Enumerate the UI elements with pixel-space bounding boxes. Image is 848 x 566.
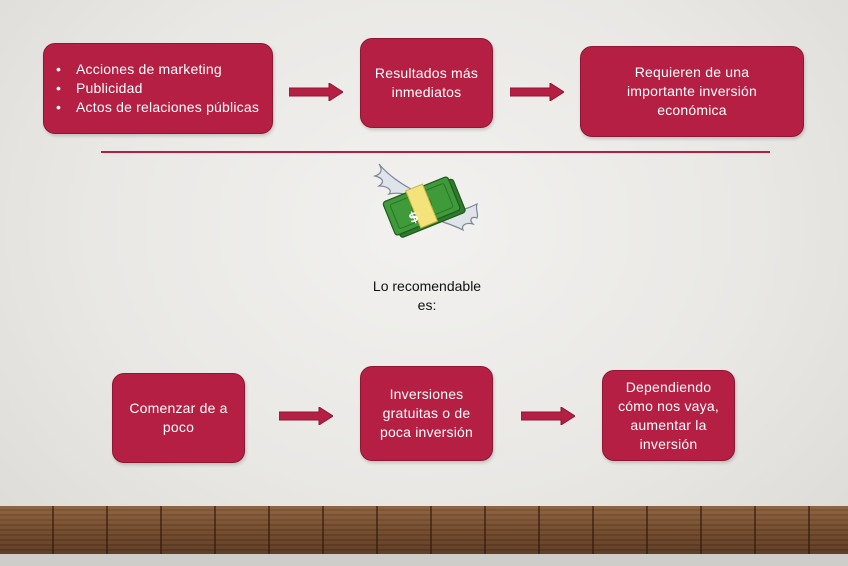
box-line: importante inversión <box>626 83 758 99</box>
list-item: Acciones de marketing <box>56 60 259 79</box>
right-arrow-icon <box>289 83 343 101</box>
marketing-actions-box: Acciones de marketing Publicidad Actos d… <box>43 43 273 134</box>
box-line: inmediatos <box>391 84 462 100</box>
box-line: cómo nos vaya, <box>618 397 719 414</box>
immediate-results-box: Resultados más inmediatos <box>360 38 493 128</box>
right-arrow-icon <box>521 407 575 425</box>
box-line: poca inversión <box>379 424 474 440</box>
box-line: inversión <box>639 435 698 452</box>
increase-investment-box: Dependiendo cómo nos vaya, aumentar la i… <box>602 370 735 461</box>
box-line: gratuitas o de <box>382 405 471 421</box>
right-arrow-icon <box>279 407 333 425</box>
right-arrow-icon <box>510 83 564 101</box>
box-line: económica <box>657 102 727 118</box>
list-item: Publicidad <box>56 79 259 98</box>
box-line: Inversiones <box>389 386 464 402</box>
recommendation-text: Lo recomendable es: <box>352 277 502 315</box>
economic-investment-box: Requieren de una importante inversión ec… <box>580 46 804 137</box>
recommendation-line: es: <box>417 297 437 313</box>
divider-line <box>101 151 770 153</box>
box-line: Dependiendo <box>625 378 712 395</box>
start-small-box: Comenzar de a poco <box>112 373 245 463</box>
recommendation-line: Lo recomendable <box>372 278 482 294</box>
free-investments-box: Inversiones gratuitas o de poca inversió… <box>360 366 493 461</box>
floor-edge <box>0 554 848 566</box>
marketing-actions-list: Acciones de marketing Publicidad Actos d… <box>56 60 259 117</box>
box-line: Requieren de una <box>634 64 750 80</box>
box-line: Resultados más <box>374 65 479 81</box>
box-line: poco <box>162 419 195 435</box>
wood-floor <box>0 506 848 554</box>
flying-money-icon: $ <box>373 163 479 238</box>
box-line: aumentar la <box>630 416 707 433</box>
list-item: Actos de relaciones públicas <box>56 98 259 117</box>
box-line: Comenzar de a <box>129 400 228 416</box>
